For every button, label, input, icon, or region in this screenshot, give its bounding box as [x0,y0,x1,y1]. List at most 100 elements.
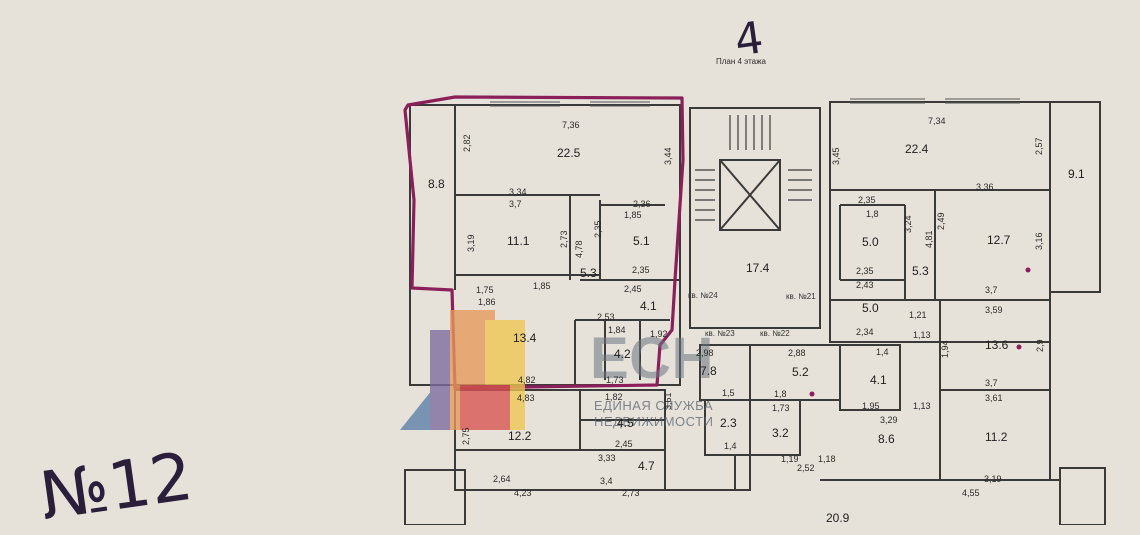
room-area: 13.6 [985,338,1009,352]
dimension-label: 3,4 [600,476,613,486]
dimension-label: 4,81 [924,230,934,248]
dimension-label: 2,45 [624,284,642,294]
apartment-label: кв. №24 [688,291,718,300]
dimension-label: 3,7 [985,285,998,295]
room-area: 4.7 [638,459,655,473]
room-area: 5.0 [862,235,879,249]
dimension-label: 3,16 [1034,232,1044,250]
dimension-label: 3,34 [509,187,527,197]
dimension-label: 2,49 [936,212,946,230]
dimension-label: 3,36 [976,182,994,192]
dimension-label: 3,61 [985,393,1003,403]
room-area: 4.1 [640,299,657,313]
apartment-label: кв. №22 [760,329,790,338]
dimension-label: 1,8 [774,389,787,399]
dimension-label: 1,95 [862,401,880,411]
dimension-label: 4,55 [962,488,980,498]
dimension-label: 1,13 [913,401,931,411]
dimension-label: 1,18 [818,454,836,464]
room-area: 11.2 [985,430,1008,444]
dimension-label: 1,84 [608,325,626,335]
apartment-label: кв. №23 [705,329,735,338]
dimension-label: 2,88 [788,348,806,358]
room-area: 9.1 [1068,167,1085,181]
dimension-label: 1,4 [876,347,889,357]
room-area: 8.6 [878,432,895,446]
room-area: 5.3 [912,264,929,278]
dimension-label: 3,19 [984,474,1002,484]
room-area: 20.9 [826,511,850,525]
dimension-label: 2,35 [858,195,876,205]
plan-caption: План 4 этажа [716,57,766,66]
room-area: 4.1 [870,373,887,387]
dimension-label: 3,7 [985,378,998,388]
dimension-label: 2,53 [597,312,615,322]
room-area: 22.4 [905,142,929,156]
room-area: 2.3 [720,416,737,430]
dimension-label: 2,35 [632,265,650,275]
dimension-label: 2,43 [856,280,874,290]
dimension-label: 1,8 [866,209,879,219]
dimension-label: 2,35 [593,220,603,238]
room-area: 8.8 [428,177,445,191]
dimension-label: 3,24 [903,215,913,233]
room-area: 5.2 [792,365,809,379]
dimension-label: 2,36 [633,199,651,209]
dimension-label: 1,4 [724,441,737,451]
dimension-label: 1,86 [478,297,496,307]
dimension-label: 1,94 [940,340,950,358]
dimension-label: 1,73 [772,403,790,413]
dimension-label: 1,13 [913,330,931,340]
room-area: 12.7 [987,233,1011,247]
room-area: 5.0 [862,301,879,315]
watermark-line-2: НЕДВИЖИМОСТИ [594,414,714,429]
dimension-label: 2,52 [797,463,815,473]
dimension-label: 2,98 [696,348,714,358]
room-area: 5.1 [633,234,650,248]
dimension-label: 2,75 [461,427,471,445]
room-area: 22.5 [557,146,581,160]
dimension-label: 2,34 [856,327,874,337]
room-area: 17.4 [746,261,770,275]
dimension-label: 2,73 [622,488,640,498]
dimension-label: 1,75 [476,285,494,295]
dimension-label: 3,7 [509,199,522,209]
dimension-label: 1,5 [722,388,735,398]
dimension-label: 4,23 [514,488,532,498]
room-area: 12.2 [508,429,532,443]
dimension-label: 1,92 [650,329,668,339]
dimension-label: 2,9 [1035,339,1045,352]
dimension-label: 1,73 [606,375,624,385]
watermark-brand: ЕСН [590,326,714,391]
esn-watermark-logo [400,310,525,430]
dimension-label: 1,85 [624,210,642,220]
dimension-label: 3,59 [985,305,1003,315]
dimension-label: 1,82 [605,392,623,402]
dimension-label: 4,78 [574,240,584,258]
dimension-label: 2,82 [462,134,472,152]
dimension-label: 1,21 [909,310,927,320]
apartment-label: кв. №21 [786,292,816,301]
dimension-label: 4,82 [518,375,536,385]
dimension-label: 2,45 [615,439,633,449]
room-area: 3.2 [772,426,789,440]
room-area: 4.2 [614,347,631,361]
dimension-label: 1,85 [533,281,551,291]
watermark-line-1: ЕДИНАЯ СЛУЖБА [594,398,714,413]
dimension-label: 3,19 [466,234,476,252]
dimension-label: 3,44 [663,147,673,165]
dimension-label: 2,57 [1034,137,1044,155]
dimension-label: 7,34 [928,116,946,126]
room-area: 7.8 [700,364,717,378]
dimension-label: 1,19 [781,454,799,464]
dimension-label: 2,64 [493,474,511,484]
room-area: 13.4 [513,331,537,345]
dimension-label: 2,35 [856,266,874,276]
room-area: 5.3 [580,266,597,280]
dimension-label: 3,61 [663,392,673,410]
dimension-label: 2,73 [559,230,569,248]
dimension-label: 4,83 [517,393,535,403]
dimension-label: 3,33 [598,453,616,463]
